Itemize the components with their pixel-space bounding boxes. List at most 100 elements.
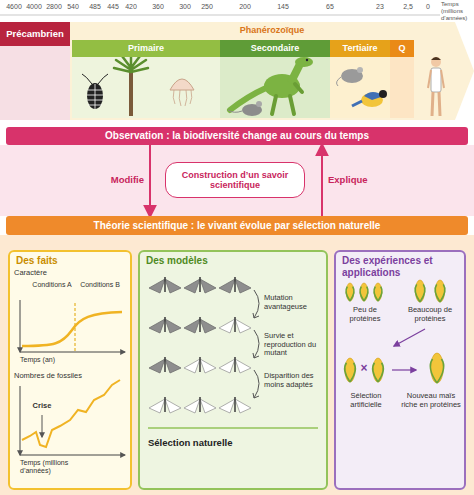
flow-arrow — [321, 145, 323, 216]
axis-title: Temps (millions d’années) — [441, 1, 473, 22]
moth-body — [234, 357, 236, 372]
step-label: Disparition des moins adaptés — [264, 372, 326, 389]
human — [431, 57, 441, 60]
moth-body — [199, 357, 201, 372]
corn-husk — [345, 363, 356, 382]
panel-ground — [138, 250, 328, 490]
result-arrow — [392, 369, 416, 370]
moth-body — [199, 397, 201, 412]
time-axis — [0, 15, 440, 16]
node-text: Précambrien — [6, 29, 64, 40]
fossil-curve — [22, 380, 120, 447]
moth — [184, 277, 216, 293]
human — [431, 68, 441, 92]
moth-body — [164, 277, 166, 292]
node-text: Observation : la biodiversité change au … — [105, 130, 369, 142]
moth-grid — [149, 277, 251, 413]
moth — [149, 317, 181, 333]
trait-curve — [22, 312, 122, 346]
moth-body — [164, 317, 166, 332]
moth-body — [234, 317, 236, 332]
dinosaur — [272, 84, 302, 114]
timeline-date: 2,5 — [398, 3, 418, 11]
corn-kernels — [345, 358, 355, 382]
node-text: Théorie scientifique : le vivant évolue … — [94, 220, 381, 232]
corn-cob — [430, 353, 443, 383]
step-arrow — [254, 290, 259, 398]
timeline-date: 4000 — [24, 3, 44, 11]
moth-body — [164, 357, 166, 372]
step-label: Mutation avantageuse — [264, 294, 326, 311]
corn-husk — [435, 284, 445, 302]
human — [428, 70, 444, 88]
axis-title: Temps (an) — [20, 356, 110, 364]
timeline-date: 445 — [103, 3, 123, 11]
corn-cob — [360, 283, 368, 301]
era-ground — [72, 55, 220, 118]
node-text: Secondaire — [251, 43, 300, 53]
condition-label: Conditions B — [79, 281, 121, 289]
jellyfish — [170, 79, 194, 90]
chart-axis — [20, 300, 125, 352]
corn-kernels — [415, 280, 424, 302]
step-label: Sélection artificielle — [337, 392, 395, 409]
mouse — [337, 77, 341, 86]
corn-husk — [346, 287, 354, 301]
panel-ground — [8, 250, 132, 490]
human — [431, 57, 441, 67]
cross-symbol: × — [356, 362, 372, 376]
sample-label: Peu de protéines — [337, 306, 393, 323]
corn-group — [345, 280, 445, 383]
selection-arrow — [394, 329, 425, 346]
corn-husk — [415, 284, 425, 302]
bird — [379, 90, 387, 98]
axis-title: Nombres de fossiles — [14, 372, 126, 381]
trilobite — [87, 83, 103, 109]
eon-ground — [70, 22, 474, 120]
corn-kernels — [346, 283, 354, 301]
experiments-panel: Des expériences et applications — [334, 250, 466, 490]
panel-ground — [334, 250, 466, 490]
separator — [148, 427, 318, 429]
node-text: Primaire — [128, 43, 164, 53]
node-text: Des modèles — [146, 255, 208, 267]
timeline-date: 0 — [418, 3, 438, 11]
moth-body — [234, 397, 236, 412]
moth-body — [164, 397, 166, 412]
corn-kernels — [431, 353, 444, 383]
timeline-date: 23 — [370, 3, 390, 11]
condition-label: Conditions A — [31, 281, 73, 289]
moth — [149, 397, 181, 413]
era-band: Précambrien — [0, 22, 70, 46]
corn-cob — [373, 358, 384, 382]
moth — [149, 277, 181, 293]
corn-kernels — [360, 283, 368, 301]
theory-banner: Théorie scientifique : le vivant évolue … — [6, 216, 468, 235]
node-text: Q — [398, 43, 405, 53]
timeline-date: 200 — [235, 3, 255, 11]
timeline-date: 4600 — [4, 3, 24, 11]
node-text: Des expériences et applications — [342, 255, 458, 278]
corn-cob — [415, 280, 425, 302]
node-text: Phanérozoïque — [240, 25, 305, 35]
models-panel: Des modèles — [138, 250, 328, 490]
moth-body — [234, 277, 236, 292]
moth — [219, 317, 251, 333]
dinosaur — [292, 64, 300, 80]
corn-husk — [373, 363, 384, 382]
edge-label: Explique — [328, 175, 388, 186]
moth — [184, 317, 216, 333]
fossil-tree — [129, 70, 133, 116]
eon-band: PhanérozoïquePrimaireSecondaireTertiaire… — [70, 22, 474, 120]
moth — [184, 357, 216, 373]
timeline-date: 145 — [273, 3, 293, 11]
observation-banner: Observation : la biodiversité change au … — [6, 127, 468, 145]
moth-body — [199, 317, 201, 332]
moth — [219, 277, 251, 293]
timeline-date: 250 — [197, 3, 217, 11]
corn-husk — [360, 287, 368, 301]
era-ground — [220, 55, 330, 118]
